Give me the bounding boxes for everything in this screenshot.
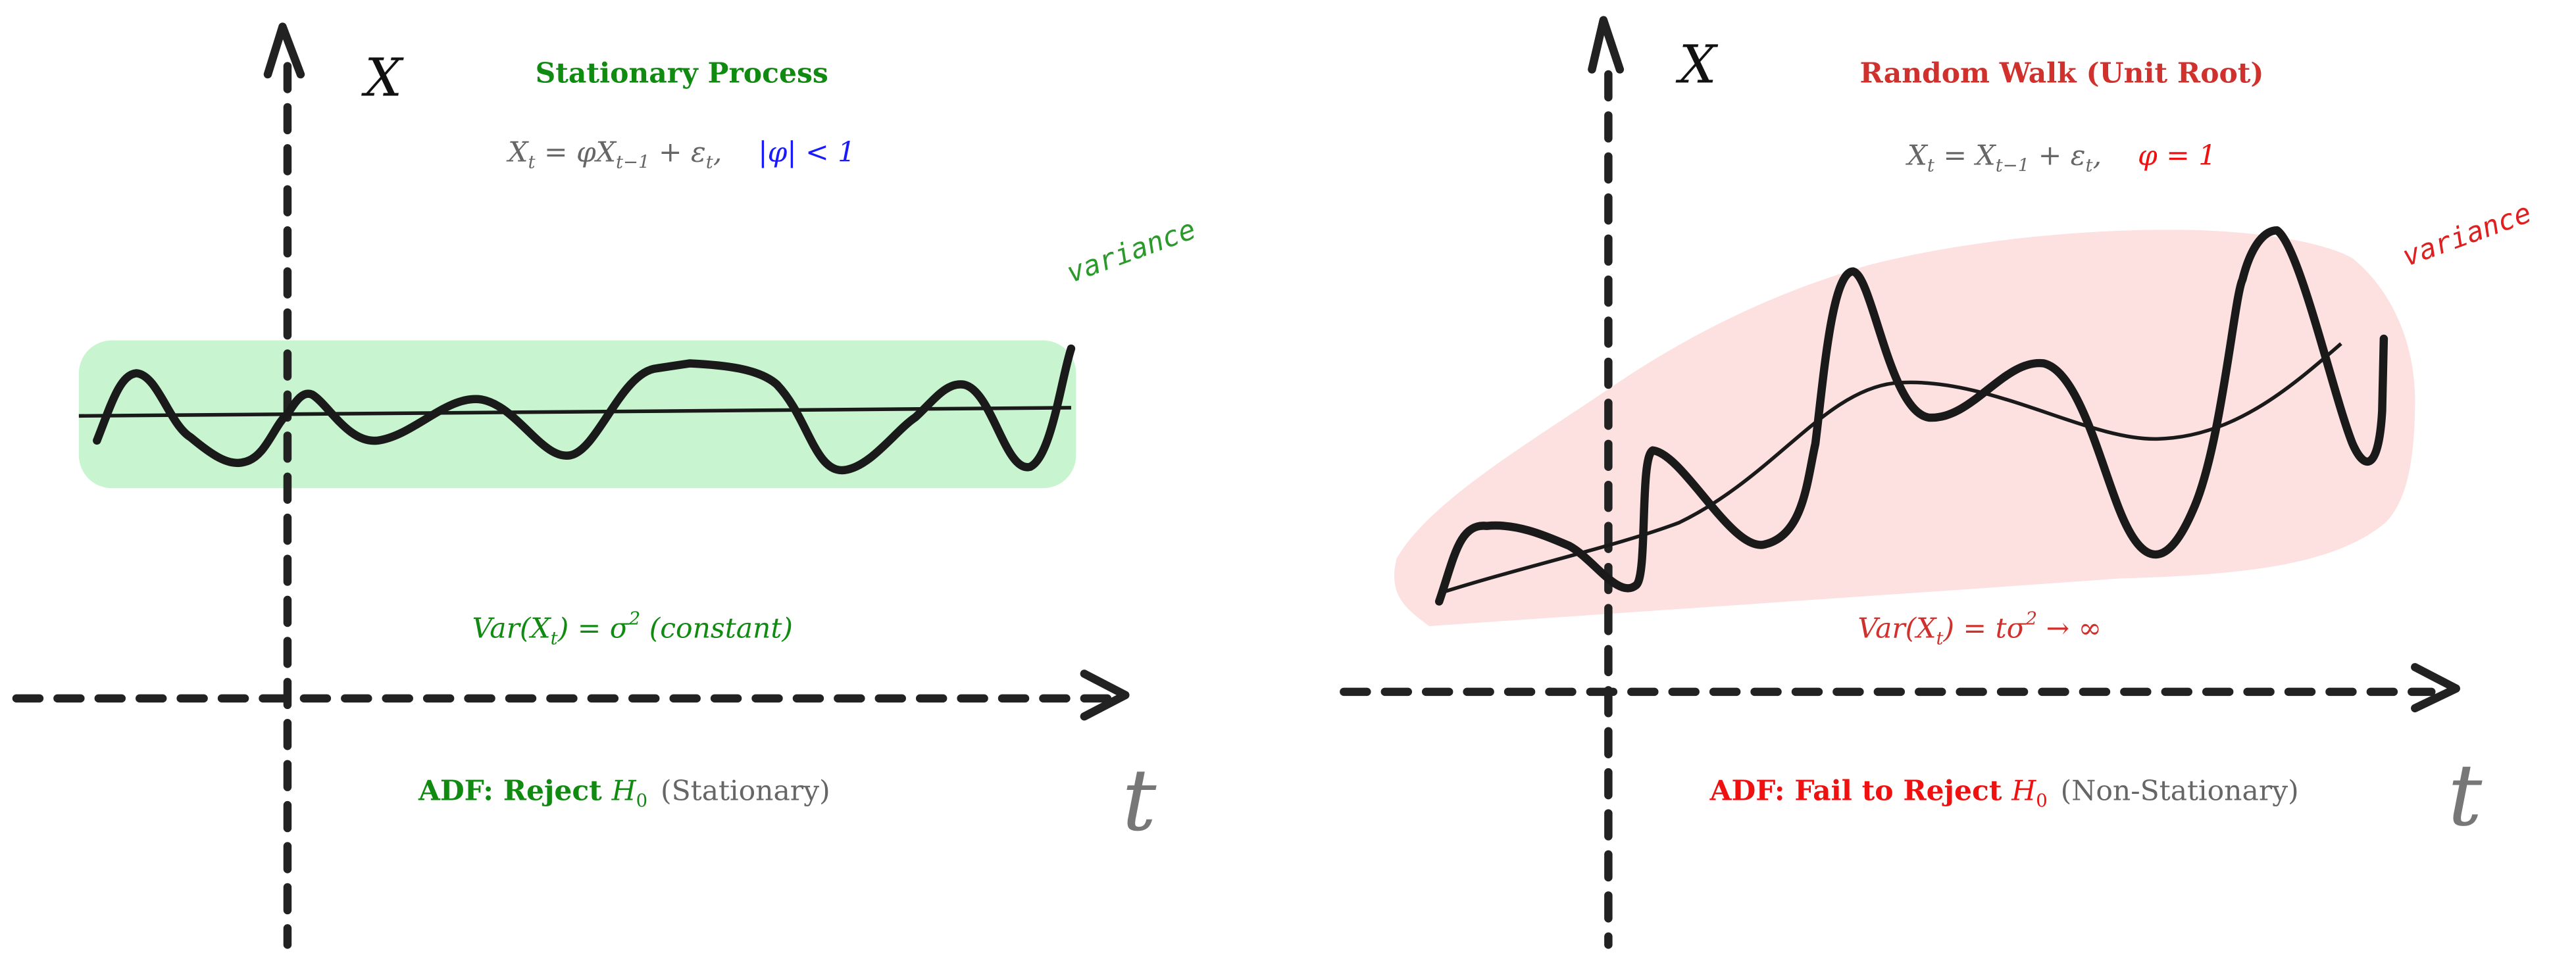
y-axis-arrowhead-icon: [263, 22, 305, 79]
random-walk-series: [1434, 226, 2388, 606]
panel-title: Random Walk (Unit Root): [1859, 57, 2263, 90]
x-axis-arrowhead-icon: [1080, 670, 1130, 721]
variance-annotation: variance: [2398, 197, 2536, 274]
y-axis-label: X: [1675, 34, 1719, 95]
y-axis-arrowhead-icon: [1588, 16, 1625, 74]
x-axis-label: t: [2448, 745, 2483, 845]
right-panel: X t Random Walk (Unit Root) Xt = Xt−1 + …: [1340, 16, 2536, 949]
y-axis-label: X: [361, 47, 404, 108]
growing-variance-region: [1394, 230, 2415, 626]
adf-result: ADF: Fail to Reject H0(Non-Stationary): [1709, 775, 2299, 812]
panel-title: Stationary Process: [536, 57, 828, 90]
variance-formula: Var(Xt) = σ2 (constant): [472, 608, 793, 649]
left-panel: X t Stationary Process Xt = φXt−1 + εt,|…: [12, 22, 1200, 949]
adf-result: ADF: Reject H0(Stationary): [418, 775, 830, 812]
constant-variance-band: [78, 340, 1076, 489]
x-axis-arrowhead-icon: [2411, 663, 2460, 713]
random-walk-formula: Xt = Xt−1 + εt,φ = 1: [1906, 139, 2217, 176]
variance-formula: Var(Xt) = tσ2 → ∞: [1857, 608, 2102, 649]
mean-line: [78, 406, 1071, 418]
x-axis-label: t: [1122, 750, 1157, 850]
stationary-series: [93, 344, 1076, 475]
ar1-formula: Xt = φXt−1 + εt,|φ| < 1: [506, 136, 855, 172]
variance-annotation: variance: [1063, 214, 1200, 290]
